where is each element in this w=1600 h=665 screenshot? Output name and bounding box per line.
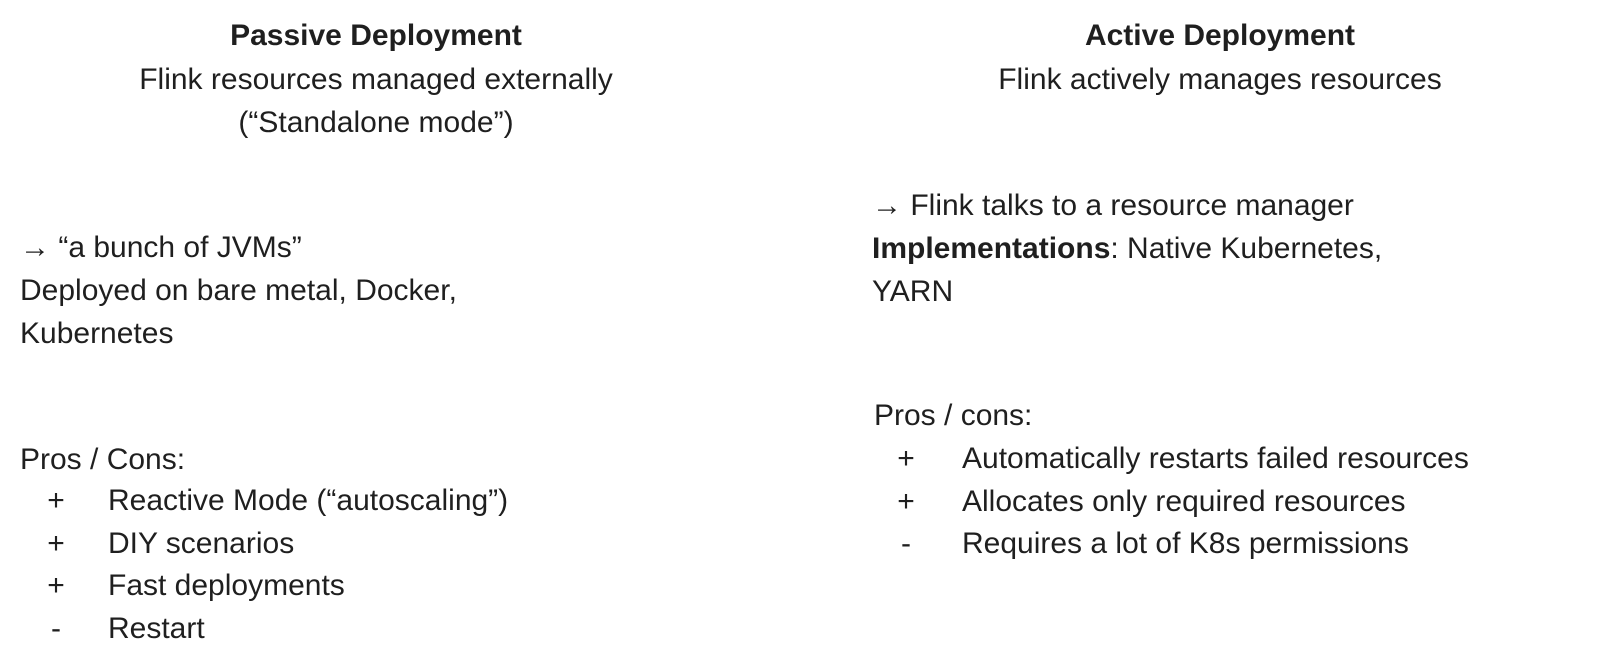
pros-cons-item-text: Reactive Mode (“autoscaling”) [108, 484, 509, 517]
description-line: Kubernetes [20, 317, 174, 350]
description-line: → “a bunch of JVMs” [20, 231, 302, 264]
description-line: Deployed on bare metal, Docker, [20, 274, 457, 307]
pro-sign: + [897, 442, 915, 475]
implementations-label: Implementations [872, 232, 1111, 265]
active-deployment-subtitle: Flink actively manages resources [888, 58, 1552, 101]
implementations-value: : Native Kubernetes, [1110, 232, 1383, 265]
subtitle-line: Flink resources managed externally [139, 63, 613, 96]
pros-cons-item-text: Automatically restarts failed resources [962, 442, 1469, 475]
pro-sign: + [47, 526, 65, 560]
pros-cons-item: + Fast deployments [44, 565, 744, 608]
pro-sign: + [47, 569, 65, 602]
passive-deployment-column: Passive Deployment Flink resources manag… [0, 0, 780, 665]
active-pros-cons-list: + Automatically restarts failed resource… [894, 438, 1594, 566]
passive-pros-cons-list: + Reactive Mode (“autoscaling”) + DIY sc… [44, 480, 744, 650]
con-sign: - [51, 611, 61, 645]
pros-cons-item-text: Allocates only required resources [962, 484, 1406, 518]
subtitle-line: Flink actively manages resources [998, 63, 1442, 96]
pros-cons-item: - Restart [44, 608, 744, 651]
pros-cons-item: + Reactive Mode (“autoscaling”) [44, 480, 744, 523]
pro-sign: + [47, 484, 65, 517]
implementations-value-continued: YARN [872, 275, 954, 308]
pro-sign: + [897, 484, 915, 518]
active-deployment-column: Active Deployment Flink actively manages… [872, 0, 1600, 665]
active-deployment-description: → Flink talks to a resource manager Impl… [872, 184, 1382, 313]
pros-cons-item: + DIY scenarios [44, 523, 744, 566]
passive-pros-cons-title: Pros / Cons: [20, 443, 186, 476]
description-line: → Flink talks to a resource manager [872, 189, 1354, 222]
pros-cons-item: + Allocates only required resources [894, 481, 1594, 524]
passive-deployment-subtitle: Flink resources managed externally (“Sta… [0, 58, 752, 144]
pros-cons-item: - Requires a lot of K8s permissions [894, 523, 1594, 566]
implementations-line: Implementations: Native Kubernetes, [872, 227, 1382, 270]
con-sign: - [901, 527, 911, 560]
pros-cons-item: + Automatically restarts failed resource… [894, 438, 1594, 481]
pros-cons-item-text: Restart [108, 611, 205, 645]
passive-deployment-description: → “a bunch of JVMs” Deployed on bare met… [20, 226, 457, 355]
pros-cons-item-text: Requires a lot of K8s permissions [962, 527, 1409, 560]
passive-deployment-title: Passive Deployment [230, 19, 522, 52]
active-deployment-title: Active Deployment [1084, 19, 1356, 52]
pros-cons-item-text: Fast deployments [108, 569, 345, 602]
subtitle-line: (“Standalone mode”) [238, 106, 514, 139]
active-pros-cons-title: Pros / cons: [874, 399, 1033, 432]
pros-cons-item-text: DIY scenarios [108, 526, 295, 560]
